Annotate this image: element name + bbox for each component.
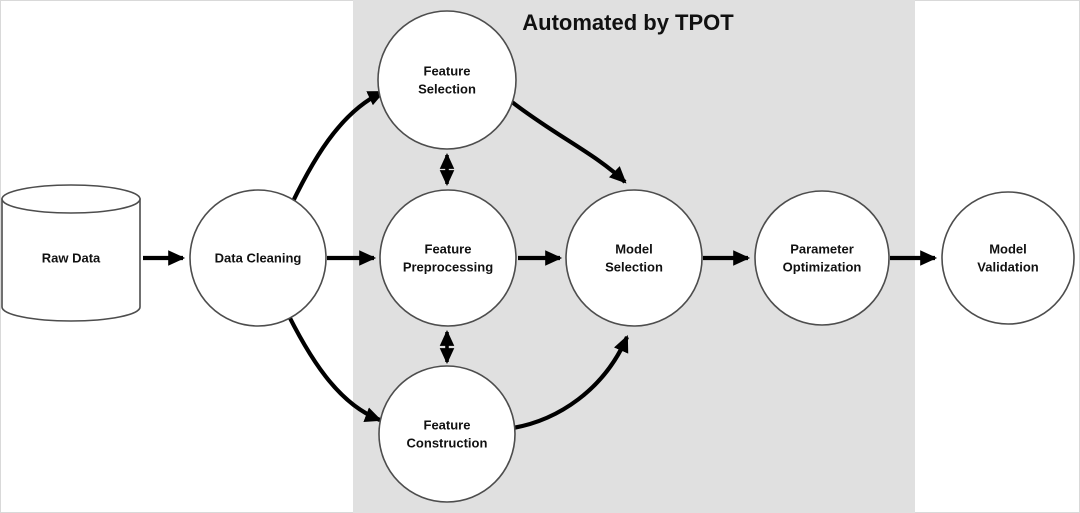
feature-selection-circle [377, 10, 517, 150]
model-validation-circle [941, 191, 1075, 325]
feature-construction-label-line1: Feature [424, 417, 471, 432]
model-selection-circle [565, 189, 703, 327]
node-model-selection[interactable]: Model Selection [565, 189, 703, 327]
parameter-optimization-label-line2: Optimization [783, 259, 862, 274]
node-parameter-optimization[interactable]: Parameter Optimization [754, 190, 890, 326]
parameter-optimization-label-line1: Parameter [790, 241, 854, 256]
raw-data-cylinder-body [1, 198, 141, 322]
feature-preprocessing-label-line1: Feature [425, 241, 472, 256]
band-title: Automated by TPOT [522, 10, 734, 35]
feature-selection-label-line1: Feature [424, 63, 471, 78]
model-validation-label-line2: Validation [977, 259, 1038, 274]
edge-feature-selection-to-model-selection [510, 100, 627, 184]
raw-data-cylinder-top [1, 184, 141, 214]
data-cleaning-label: Data Cleaning [215, 250, 302, 265]
edge-data-cleaning-to-feature-construction [281, 303, 382, 422]
edge-feature-construction-to-model-selection [512, 335, 629, 431]
model-selection-label-line1: Model [615, 241, 653, 256]
node-model-validation[interactable]: Model Validation [941, 191, 1075, 325]
edge-data-cleaning-to-feature-selection [284, 90, 385, 217]
node-feature-selection[interactable]: Feature Selection [377, 10, 517, 150]
model-validation-label-line1: Model [989, 241, 1027, 256]
feature-preprocessing-label-line2: Preprocessing [403, 259, 493, 274]
feature-selection-label-line2: Selection [418, 81, 476, 96]
node-feature-construction[interactable]: Feature Construction [378, 365, 516, 503]
feature-construction-label-line2: Construction [407, 435, 488, 450]
feature-preprocessing-circle [379, 189, 517, 327]
node-data-cleaning[interactable]: Data Cleaning [189, 189, 327, 327]
node-feature-preprocessing[interactable]: Feature Preprocessing [379, 189, 517, 327]
data-cleaning-circle [189, 189, 327, 327]
parameter-optimization-circle [754, 190, 890, 326]
model-selection-label-line2: Selection [605, 259, 663, 274]
node-raw-data[interactable]: Raw Data [1, 184, 141, 322]
feature-construction-circle [378, 365, 516, 503]
raw-data-label: Raw Data [42, 250, 101, 265]
